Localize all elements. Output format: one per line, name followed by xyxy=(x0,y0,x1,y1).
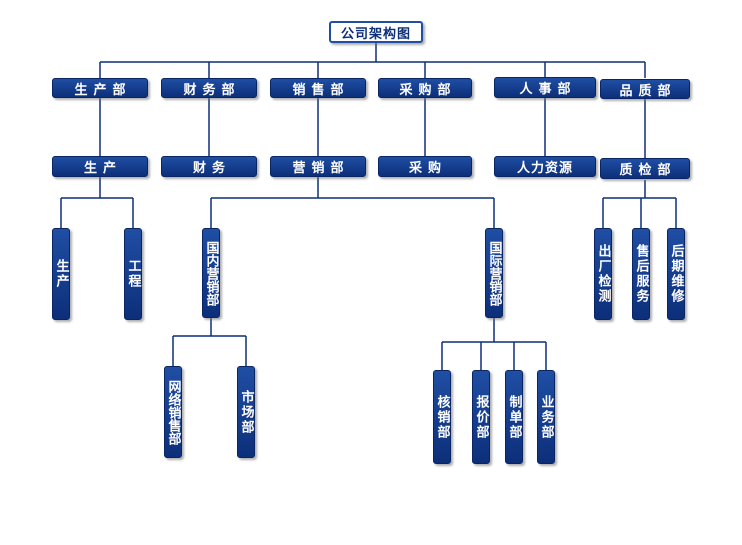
leaf-engineering: 工程 xyxy=(124,228,142,320)
leaf-domestic-marketing: 国内营销部 xyxy=(202,228,220,318)
leaf-market: 市场部 xyxy=(237,366,255,458)
sub-hr: 人力资源 xyxy=(494,156,596,177)
leaf-maintenance: 后期维修 xyxy=(667,228,685,320)
leaf-quotation: 报价部 xyxy=(472,370,490,464)
dept-purchasing: 采购部 xyxy=(378,78,472,98)
sub-sales: 营销部 xyxy=(270,156,366,177)
leaf-documentation: 制单部 xyxy=(505,370,523,464)
dept-hr: 人事部 xyxy=(494,77,596,98)
dept-sales: 销售部 xyxy=(270,78,366,98)
leaf-online-sales: 网络销售部 xyxy=(164,366,182,458)
leaf-factory-inspection: 出厂检测 xyxy=(594,228,612,320)
dept-quality: 品质部 xyxy=(600,79,690,99)
root-box: 公司架构图 xyxy=(329,21,423,43)
dept-finance: 财务部 xyxy=(161,78,257,98)
sub-purchasing: 采购 xyxy=(378,156,472,177)
leaf-after-sales: 售后服务 xyxy=(632,228,650,320)
leaf-production: 生产 xyxy=(52,228,70,320)
leaf-business: 业务部 xyxy=(537,370,555,464)
leaf-intl-marketing: 国际营销部 xyxy=(485,228,503,318)
sub-quality: 质检部 xyxy=(600,158,690,179)
sub-production: 生产 xyxy=(52,156,148,177)
leaf-verification: 核销部 xyxy=(433,370,451,464)
sub-finance: 财务 xyxy=(161,156,257,177)
dept-production: 生产部 xyxy=(52,78,148,98)
